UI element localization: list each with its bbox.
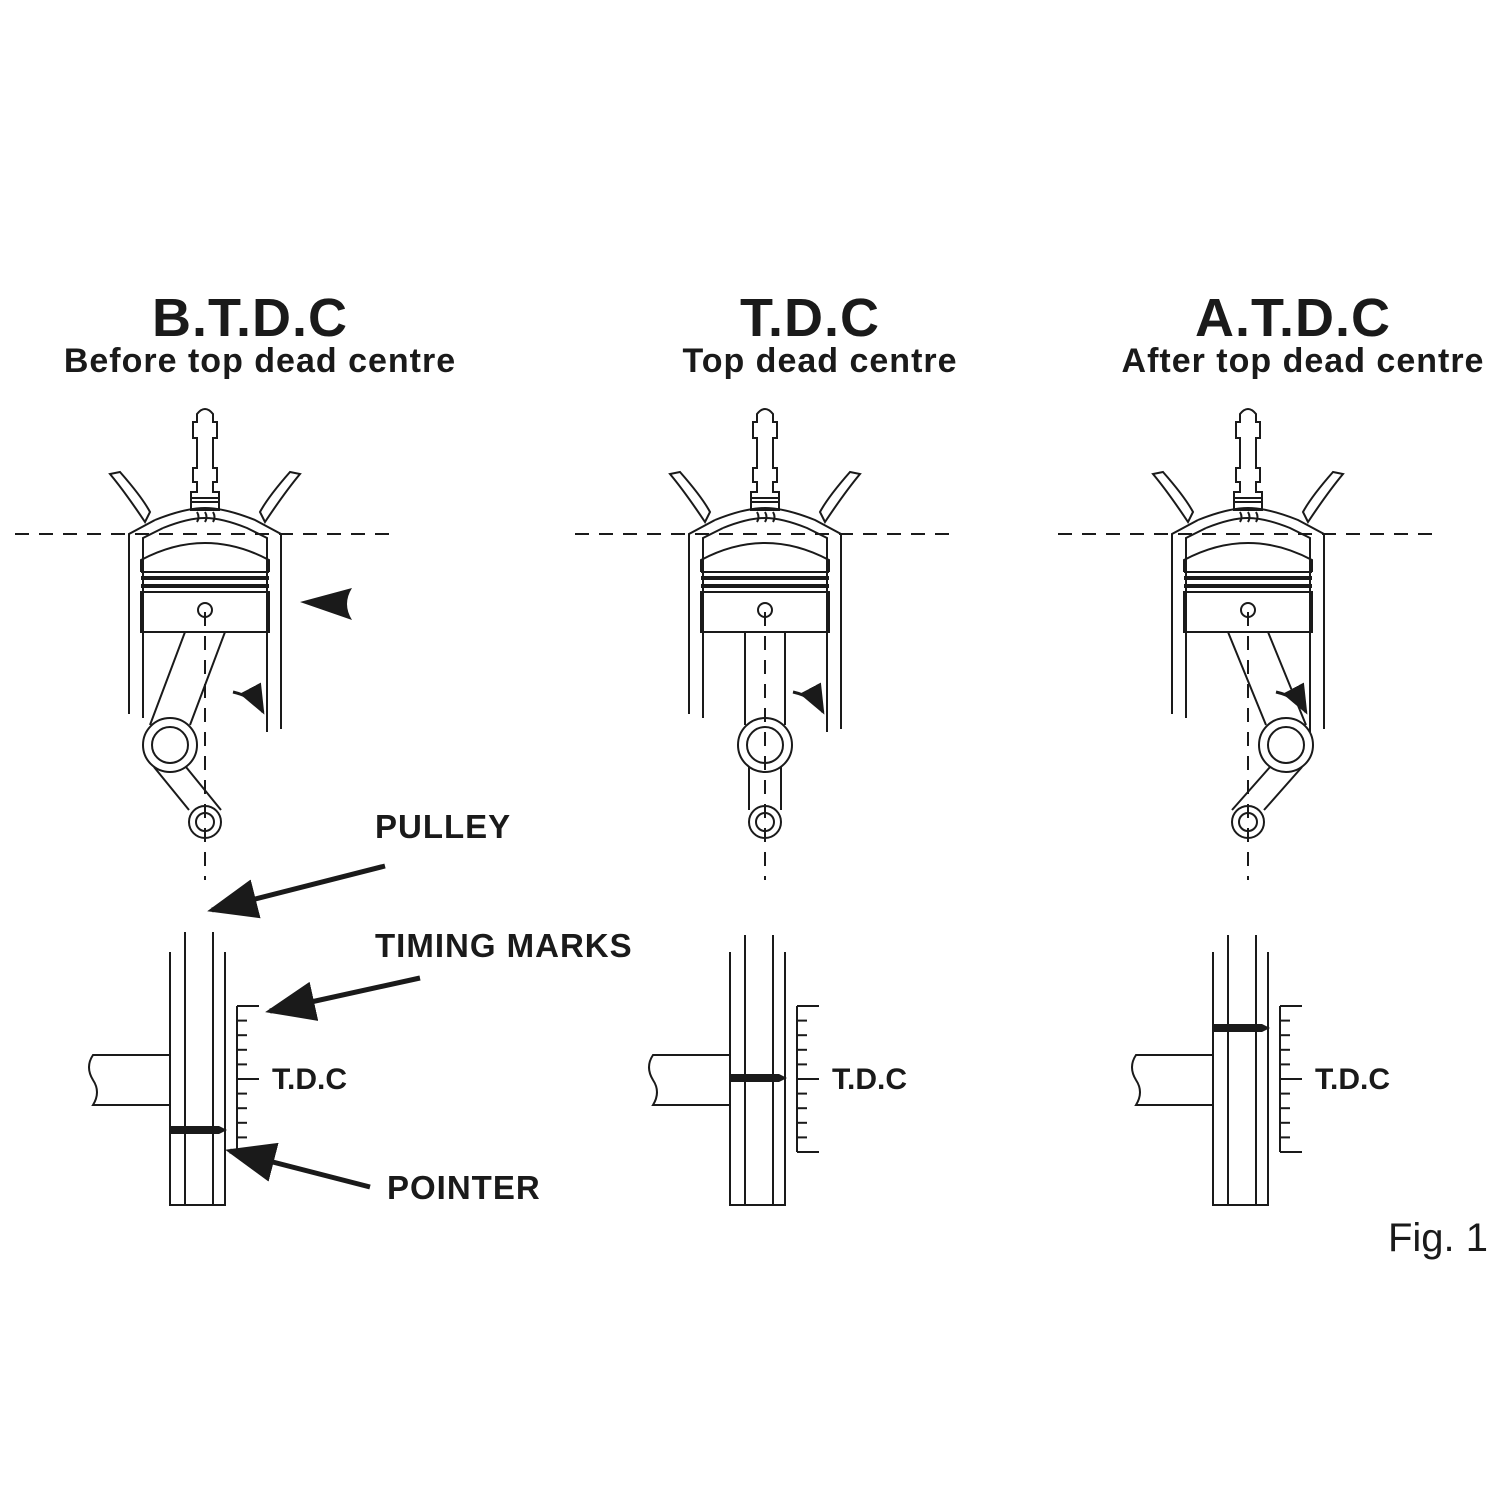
connecting-rod — [1227, 631, 1314, 839]
crank-stub — [648, 1054, 730, 1106]
pulley-shaft — [744, 935, 774, 1205]
rotation-arrow-icon — [232, 682, 265, 715]
pointer-bar — [1213, 1024, 1270, 1032]
pulley-callout: PULLEY — [375, 808, 511, 845]
pulley-arrow — [207, 863, 386, 919]
connecting-rod — [142, 631, 226, 839]
pulley-shaft — [1227, 935, 1257, 1205]
rotation-arrow-icon — [792, 682, 825, 715]
figure-label: Fig. 1 — [1388, 1216, 1488, 1260]
panel-abbreviation: B.T.D.C — [152, 288, 348, 348]
pulley-assembly — [1131, 935, 1302, 1206]
timing-scale — [796, 1005, 819, 1153]
scale-tdc-label: T.D.C — [1315, 1063, 1390, 1096]
crank-stub — [88, 1054, 170, 1106]
panel-full-name: Top dead centre — [682, 342, 957, 380]
panel-full-name: Before top dead centre — [64, 342, 456, 380]
scale-tdc-label: T.D.C — [272, 1063, 347, 1096]
pointer-bar — [170, 1126, 227, 1134]
timing-marks-arrow — [265, 975, 421, 1021]
cylinder-and-piston — [668, 407, 862, 734]
crank-stub — [1131, 1054, 1213, 1106]
timing-scale — [236, 1005, 259, 1153]
rotation-arrow-icon — [1275, 682, 1308, 715]
panel-abbreviation: T.D.C — [740, 288, 880, 348]
callouts: PULLEY TIMING MARKS POINTER — [207, 588, 633, 1206]
timing-marks-callout: TIMING MARKS — [375, 927, 633, 964]
panel-full-name: After top dead centre — [1122, 342, 1485, 380]
panel-abbreviation: A.T.D.C — [1195, 288, 1391, 348]
pointer-bar — [730, 1074, 787, 1082]
pulley-assembly — [648, 935, 819, 1206]
pulley-housing — [169, 952, 226, 1206]
timing-scale — [1279, 1005, 1302, 1153]
pulley-housing — [1212, 952, 1269, 1206]
pulley-shaft — [184, 932, 214, 1205]
pointer-arrow — [225, 1142, 371, 1190]
pulley-assembly — [88, 932, 259, 1206]
piston-direction-arrow-icon — [300, 588, 352, 620]
scale-tdc-label: T.D.C — [832, 1063, 907, 1096]
pointer-callout: POINTER — [387, 1169, 541, 1206]
